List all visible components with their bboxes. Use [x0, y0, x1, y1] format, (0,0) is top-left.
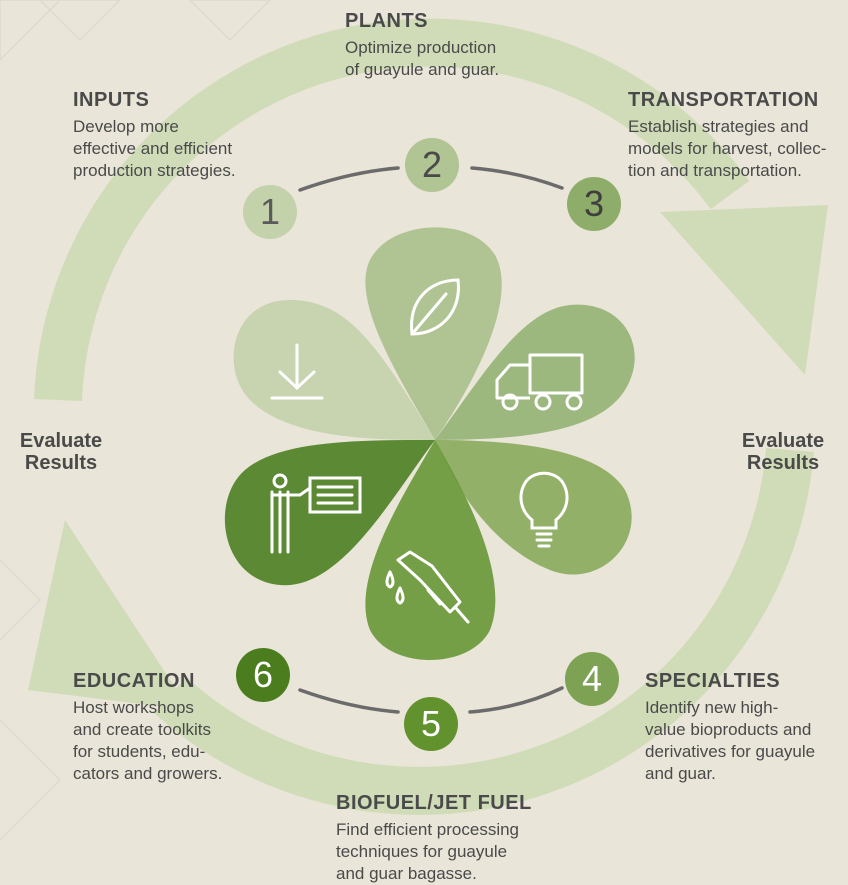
petal-biofuel: [365, 440, 496, 660]
step-number-1: 1: [243, 185, 297, 239]
lightbulb-icon: [519, 471, 569, 548]
step-number-4: 4: [565, 652, 619, 706]
top-arc: [34, 18, 750, 401]
step-number-2: 2: [405, 138, 459, 192]
step-biofuel: BIOFUEL/JET FUEL Find efficient processi…: [336, 791, 532, 885]
download-icon: [270, 343, 324, 400]
step-title: BIOFUEL/JET FUEL: [336, 792, 532, 814]
bottom-arc: [153, 447, 814, 815]
step-number-5: 5: [404, 697, 458, 751]
step-specialties: SPECIALTIES Identify new high-value biop…: [645, 669, 815, 785]
step-title: SPECIALTIES: [645, 670, 781, 692]
petal-transport: [435, 304, 635, 440]
background-pattern: [0, 0, 272, 841]
step-title: TRANSPORTATION: [628, 89, 819, 111]
presentation-icon: [270, 473, 362, 554]
petal-plants: [365, 227, 502, 440]
step-number-6: 6: [236, 648, 290, 702]
petal-specialties: [435, 440, 632, 575]
left-arrow-head: [28, 520, 190, 710]
right-arrow-head: [660, 205, 828, 375]
step-title: EDUCATION: [73, 670, 195, 692]
petal-inputs: [233, 300, 435, 440]
step-number-3: 3: [567, 177, 621, 231]
step-title: INPUTS: [73, 89, 150, 111]
cycle-arrows: [34, 18, 814, 815]
petal-flower: [224, 227, 635, 660]
fuel-pump-icon: [385, 550, 470, 624]
connector-lines: [298, 166, 564, 714]
step-title: PLANTS: [345, 10, 428, 32]
truck-icon: [495, 353, 584, 411]
leaf-icon: [410, 278, 460, 336]
